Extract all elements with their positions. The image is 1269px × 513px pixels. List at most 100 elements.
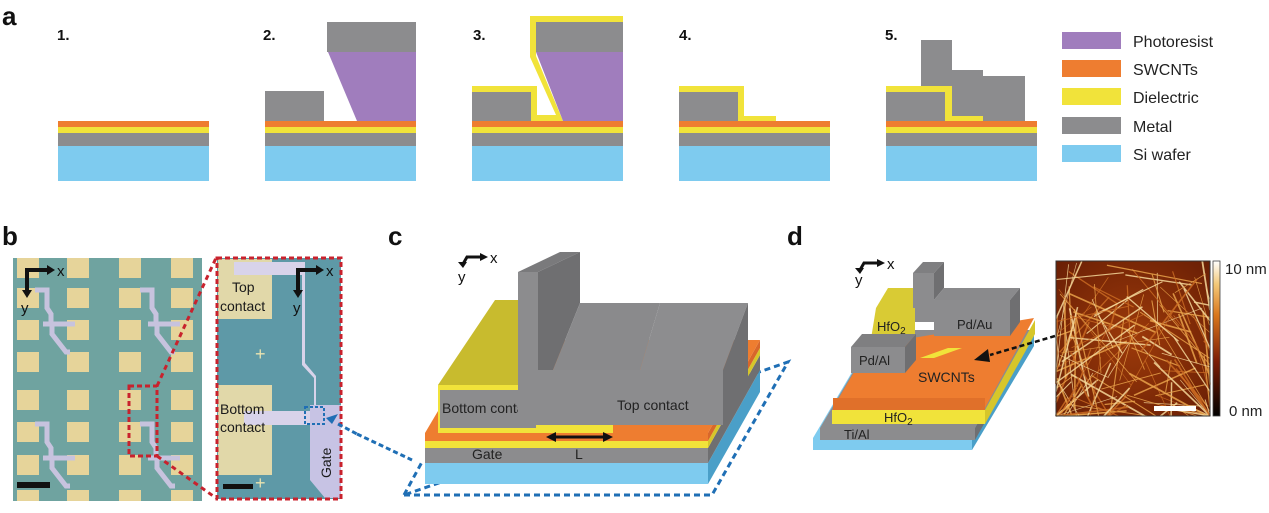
legend-label-photoresist: Photoresist: [1133, 34, 1214, 51]
panel-a: a 1. 2. 3.: [2, 1, 1214, 181]
swcnt-front: [833, 398, 985, 410]
bottom-contact-pad: [218, 385, 272, 475]
nanotube-strand: [1205, 288, 1211, 301]
photoresist: [328, 52, 416, 121]
contact-pad: [67, 490, 89, 501]
swcnt-layer: [58, 121, 209, 127]
x-axis-label: x: [887, 256, 895, 273]
contact-pad: [119, 390, 141, 410]
swcnt-layer: [679, 121, 830, 127]
nanotube-strand: [1101, 372, 1161, 390]
axis-indicator: x y: [21, 263, 65, 317]
colorbar-gradient: [1212, 260, 1221, 417]
nanotube-strand: [1073, 309, 1100, 417]
metal-gate-layer: [265, 133, 416, 146]
panel-d: d Ti/Al HfO2 SWCNTs HfO2 Pd/Al: [787, 221, 1267, 450]
top-contact-ridge-front: [913, 273, 934, 308]
si-wafer-layer: [679, 146, 830, 181]
contact-pad: [17, 320, 39, 340]
legend-swatch-si-wafer: [1062, 145, 1121, 162]
nanotube-strand: [1151, 300, 1161, 346]
nanotube-strand: [1155, 384, 1205, 397]
gate-label: Gate: [472, 446, 503, 462]
contact-pad: [17, 352, 39, 372]
device-trace: [35, 421, 75, 489]
step-2-label: 2.: [263, 27, 276, 44]
gate-dielectric-label: HfO2: [884, 410, 913, 428]
bottom-contact-front: [851, 347, 905, 373]
channel-length-label: L: [575, 446, 583, 462]
top-contact-mid-top: [553, 303, 660, 370]
top-contact-front: [934, 300, 1010, 336]
nanotube-strand: [1063, 300, 1067, 379]
metal-gate-layer: [886, 133, 1037, 146]
contact-pad: [171, 352, 193, 372]
nanotube-strand: [1061, 306, 1143, 363]
nanotube-strand: [1055, 261, 1083, 319]
blue-arrow-icon: [326, 414, 338, 424]
nanotube-strand: [1055, 373, 1076, 389]
top-contact-top: [934, 288, 1020, 300]
nanotube-strand: [1153, 361, 1211, 417]
nanotube-strand: [1174, 273, 1206, 293]
y-axis-label: y: [293, 300, 301, 317]
nanotube-strand: [1201, 261, 1211, 311]
y-axis-label: y: [458, 269, 466, 286]
gate-label: Ti/Al: [844, 427, 870, 442]
optical-micrograph-zoom: Top contact Bottom contact Gate + + x y: [215, 256, 343, 501]
nanotube-strand: [1159, 304, 1211, 366]
gate-label: Gate: [318, 447, 334, 478]
si-wafer-front: [425, 463, 708, 484]
nanotube-strand: [1055, 272, 1124, 281]
legend: Photoresist SWCNTs Dielectric Metal Si w…: [1062, 32, 1214, 164]
afm-scale-bar: [1154, 406, 1196, 411]
axis-indicator: x y: [855, 256, 895, 289]
swcnt-layer: [265, 121, 416, 127]
nanotube-strand: [1058, 323, 1112, 417]
gate-front: [425, 448, 708, 463]
nanotube-strand: [1060, 355, 1109, 379]
legend-swatch-photoresist: [1062, 32, 1121, 49]
nanotube-strand: [1071, 395, 1119, 417]
dielectric-layer: [886, 127, 1037, 133]
top-contact-label-line1: Top: [232, 279, 255, 295]
nanotube-strand: [1121, 304, 1178, 403]
y-arrow-icon: [458, 262, 467, 268]
dielectric-layer: [58, 127, 209, 133]
step-5-label: 5.: [885, 27, 898, 44]
bottom-contact-label: Bottom contact: [442, 400, 535, 416]
bottom-contact-label-line2: contact: [220, 419, 265, 435]
device-trace: [35, 287, 75, 355]
metal-on-photoresist: [536, 22, 623, 52]
scale-bar: [17, 482, 50, 488]
nanotube-strand: [1180, 379, 1211, 417]
zoom-connector-bottom: [156, 454, 217, 500]
panel-b-label: b: [2, 221, 18, 251]
dielectric-layer: [472, 127, 623, 133]
panel-b: b x y: [2, 221, 358, 501]
legend-label-dielectric: Dielectric: [1133, 90, 1199, 107]
swcnt-layer: [886, 121, 1037, 127]
x-axis-label: x: [490, 250, 498, 267]
dielectric-front: [425, 441, 708, 448]
top-contact-metal-lower: [952, 92, 1025, 116]
nanotube-strand: [1069, 330, 1085, 366]
legend-swatch-swcnts: [1062, 60, 1121, 77]
nanotube-strand: [1055, 306, 1079, 392]
top-contact-ridge-front: [518, 272, 538, 375]
nanotube-strand: [1071, 313, 1146, 349]
y-arrow-icon: [855, 268, 864, 274]
swcnt-label: SWCNTs: [918, 369, 975, 385]
y-arrow-icon: [22, 290, 32, 298]
contact-pad: [171, 258, 193, 278]
dielectric-layer: [679, 127, 830, 133]
alignment-mark-icon: +: [255, 473, 266, 493]
nanotube-strand: [1103, 387, 1131, 417]
metal-gate-layer: [58, 133, 209, 146]
legend-label-swcnts: SWCNTs: [1133, 62, 1198, 79]
bottom-contact-metal: [886, 92, 945, 121]
nanotube-strand: [1133, 367, 1196, 397]
bottom-contact-label: Pd/Al: [859, 353, 890, 368]
top-contact-label-line2: contact: [220, 298, 265, 314]
si-wafer-layer: [886, 146, 1037, 181]
